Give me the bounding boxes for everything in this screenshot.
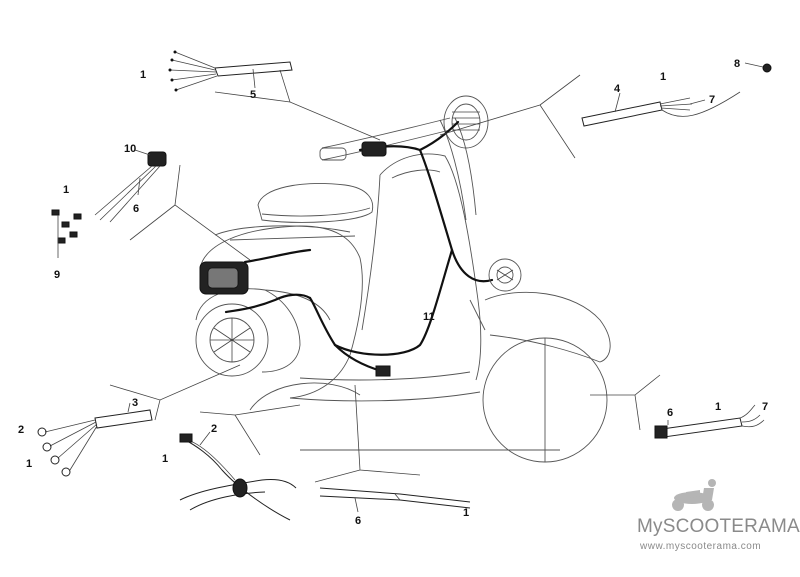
callout-2b: 2 (211, 423, 217, 435)
scooter-outline (195, 95, 611, 463)
terminal-set-9 (51, 209, 82, 244)
callout-6a: 6 (133, 203, 139, 215)
detail-grommet (179, 431, 297, 521)
rear-light-unit (199, 261, 249, 295)
callout-1e: 1 (162, 453, 168, 465)
detail-sheathed-cable-6 (319, 487, 471, 513)
watermark-brand: MySCOOTERAMA (637, 516, 800, 537)
detail-sheathed-cable-6b (654, 404, 765, 439)
callout-3: 3 (132, 397, 138, 409)
callout-9: 9 (54, 269, 60, 281)
callout-6c: 6 (667, 407, 673, 419)
watermark: MySCOOTERAMA www.myscooterama.com (637, 479, 800, 552)
watermark-url: www.myscooterama.com (639, 541, 761, 552)
scooter-rider-icon (672, 479, 716, 511)
callout-1c: 1 (660, 71, 666, 83)
callout-labels: 1 5 10 1 6 9 1 4 7 8 11 2 3 1 2 1 6 1 6 … (18, 58, 768, 527)
watermark-brand-prefix: My (637, 516, 663, 537)
callout-8: 8 (734, 58, 740, 70)
callout-7b: 7 (762, 401, 768, 413)
callout-2a: 2 (18, 424, 24, 436)
callout-5: 5 (250, 89, 256, 101)
callout-7a: 7 (709, 94, 715, 106)
callout-10: 10 (124, 143, 136, 155)
horn (488, 258, 522, 292)
handlebar-switch (361, 141, 387, 157)
callout-11: 11 (423, 311, 435, 323)
main-harness (224, 120, 494, 374)
callout-4: 4 (614, 83, 621, 95)
callout-1a: 1 (140, 69, 146, 81)
callout-1g: 1 (715, 401, 721, 413)
callout-1b: 1 (63, 184, 69, 196)
detail-ring-terminals (37, 402, 153, 477)
detail-wire-bundle-4 (581, 62, 772, 127)
leader-lines (109, 69, 661, 483)
detail-wire-bundle-5 (168, 50, 293, 92)
callout-6b: 6 (355, 515, 361, 527)
detail-connector-10 (51, 149, 167, 258)
ignition-connector (375, 365, 391, 377)
callout-1f: 1 (463, 507, 469, 519)
watermark-brand-name: SCOOTERAMA (663, 516, 800, 537)
callout-1d: 1 (26, 458, 32, 470)
